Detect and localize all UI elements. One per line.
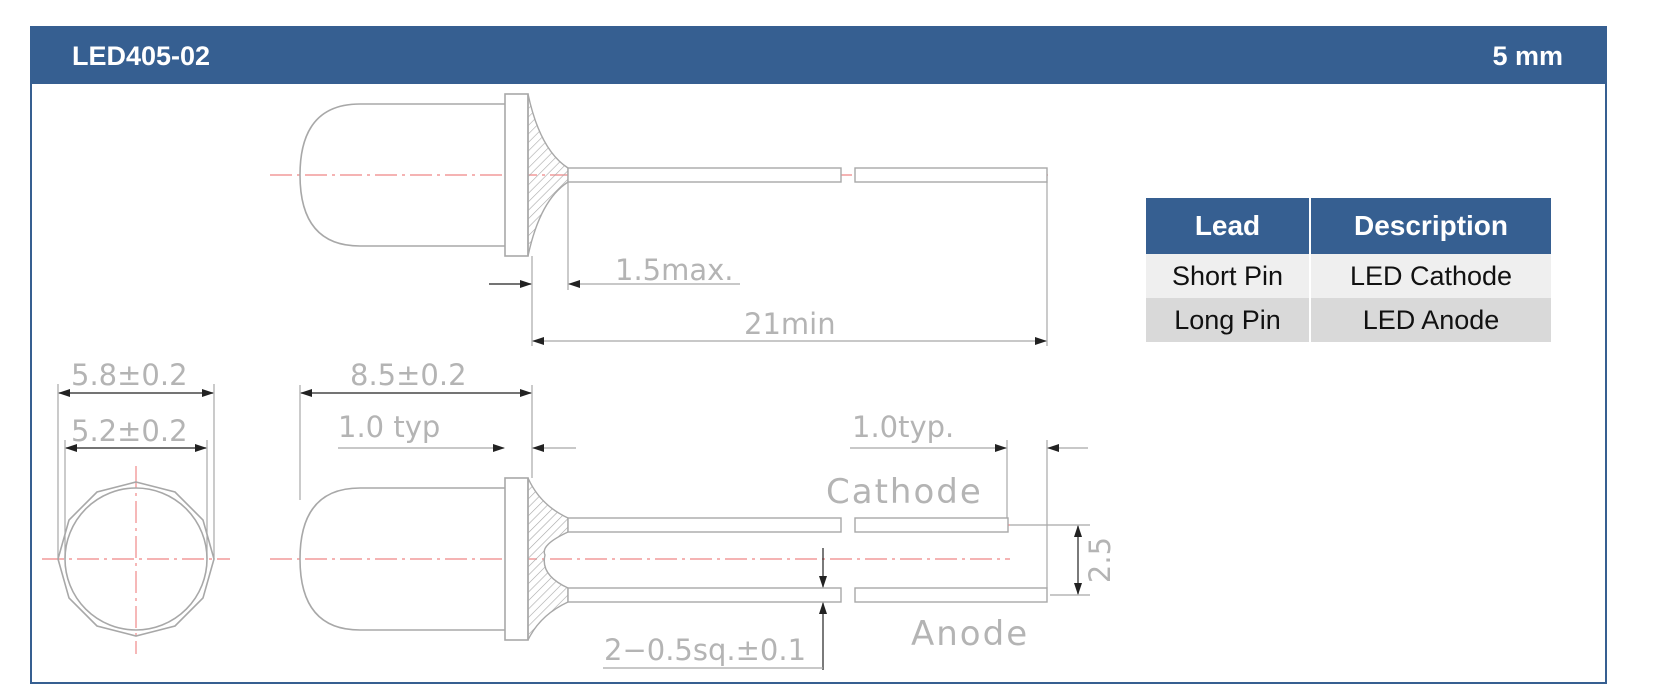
- lens-body: [299, 487, 505, 631]
- col-header-lead: Lead: [1146, 198, 1311, 254]
- lead-part2: [854, 167, 1048, 183]
- bottom-side-view: 8.5±0.2 1.0 typ 1.0typ. 2.5 2−0.5sq.±0.1…: [270, 358, 1117, 670]
- lead-epoxy-hatch: [527, 477, 569, 641]
- flange: [504, 477, 529, 641]
- dim-flange-thickness: 1.0 typ: [338, 410, 440, 444]
- table-row: Long Pin LED Anode: [1146, 298, 1551, 342]
- anode-lead-part2: [854, 587, 1048, 603]
- anode-lead-part1: [567, 587, 842, 603]
- col-header-description: Description: [1310, 198, 1551, 254]
- dim-lead-size: 2−0.5sq.±0.1: [604, 633, 806, 667]
- lead-epoxy-hatch: [527, 93, 569, 257]
- dim-body-length: 8.5±0.2: [350, 358, 467, 392]
- top-side-view: 1.5max. 21min: [270, 93, 1048, 346]
- anode-label: Anode: [911, 614, 1029, 654]
- panel-header: LED405-02 5 mm: [32, 28, 1605, 84]
- cell-lead: Long Pin: [1146, 298, 1311, 342]
- cell-description: LED Cathode: [1310, 254, 1551, 298]
- dim-body-diameter: 5.2±0.2: [71, 414, 188, 448]
- flange-outline: [57, 481, 215, 637]
- front-view: 5.8±0.2 5.2±0.2: [42, 358, 230, 654]
- part-number: LED405-02: [72, 41, 211, 71]
- dim-lead-offset: 1.5max.: [615, 253, 734, 287]
- flange: [504, 93, 529, 257]
- datasheet-panel: LED405-02 5 mm: [30, 26, 1607, 684]
- dim-outer-diameter: 5.8±0.2: [71, 358, 188, 392]
- pin-table-header-row: Lead Description: [1146, 198, 1551, 254]
- table-row: Short Pin LED Cathode: [1146, 254, 1551, 298]
- cell-lead: Short Pin: [1146, 254, 1311, 298]
- cathode-label: Cathode: [826, 472, 983, 512]
- lead-part1: [567, 167, 842, 183]
- cathode-lead-part1: [567, 517, 842, 533]
- cathode-lead-part2: [854, 517, 1009, 533]
- dim-lead-length: 21min: [744, 307, 836, 341]
- lens-body: [299, 103, 505, 247]
- dim-lead-end: 1.0typ.: [852, 410, 954, 444]
- dim-lead-spacing: 2.5: [1083, 537, 1117, 583]
- cell-description: LED Anode: [1310, 298, 1551, 342]
- package-size: 5 mm: [1492, 41, 1563, 71]
- pin-table: Lead Description Short Pin LED Cathode L…: [1146, 198, 1551, 342]
